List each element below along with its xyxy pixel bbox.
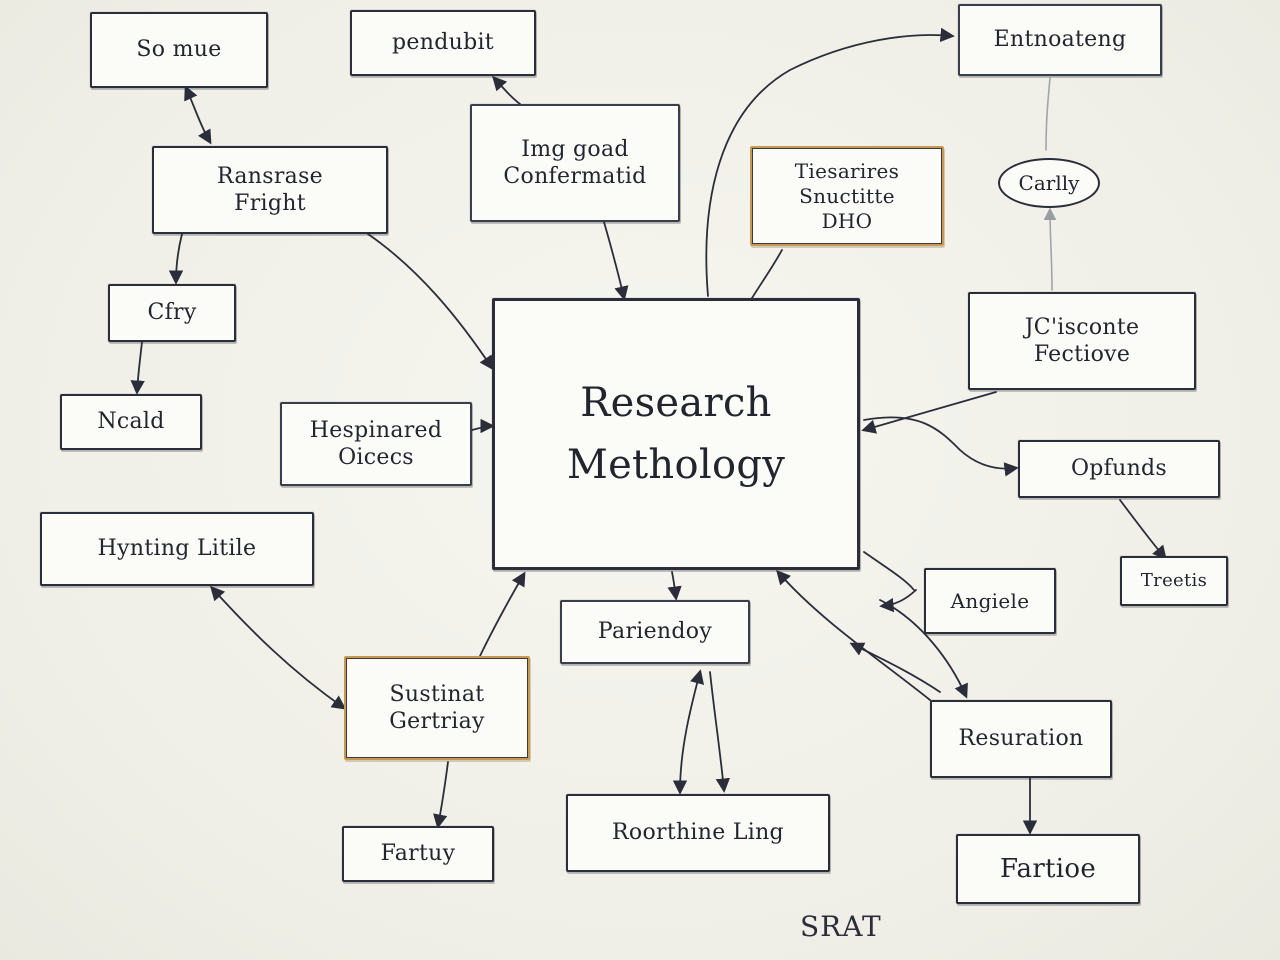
edge-pariendoy-roorthine-b: [709, 671, 731, 793]
signature: SRAT: [800, 910, 882, 943]
node-label: Sustinat Gertriay: [389, 681, 485, 735]
edge-center-entnoateng: [705, 27, 955, 297]
node-pariendoy[interactable]: Pariendoy: [560, 600, 750, 664]
edge-center-resuration: [879, 599, 968, 699]
edge-cfry-ncald: [130, 341, 145, 395]
node-label: JC'isconte Fectiove: [1024, 314, 1140, 368]
edge-center-angiele: [863, 551, 915, 591]
node-entnoateng[interactable]: Entnoateng: [958, 4, 1162, 76]
node-label: Cfry: [147, 300, 197, 326]
edge-imggoad-center: [603, 221, 629, 301]
edge-resuration-center: [776, 569, 931, 701]
node-treetis[interactable]: Treetis: [1120, 556, 1228, 606]
node-label: Angiele: [950, 588, 1030, 613]
node-fartioe[interactable]: Fartioe: [956, 834, 1140, 904]
node-label: Pariendoy: [597, 619, 713, 645]
edge-opfunds-treetis: [1119, 499, 1167, 561]
node-fartuy[interactable]: Fartuy: [342, 826, 494, 882]
node-label: Img goad Confermatid: [503, 136, 647, 190]
node-ransrase-fright[interactable]: Ransrase Fright: [152, 146, 388, 234]
node-label: Hynting Litile: [97, 536, 257, 562]
edge-ransrase-center: [367, 233, 494, 371]
node-research-methology[interactable]: Research Methology: [492, 298, 860, 570]
node-angiele[interactable]: Angiele: [924, 568, 1056, 634]
edge-hynting-sustinat: [210, 585, 347, 710]
edge-angiele-in: [879, 589, 917, 613]
node-label: Resuration: [958, 726, 1084, 752]
node-carlly[interactable]: Carlly: [998, 158, 1100, 208]
edge-pendubit-imggoad: [492, 75, 521, 105]
edge-tiesarires-center: [751, 249, 783, 299]
edge-sustinat-center: [479, 571, 526, 657]
node-label: So mue: [136, 37, 222, 63]
node-hynting-litile[interactable]: Hynting Litile: [40, 512, 314, 586]
node-resuration[interactable]: Resuration: [930, 700, 1112, 778]
node-label: Tiesarires Snuctitte DHO: [794, 158, 900, 233]
node-hespinared[interactable]: Hespinared Oicecs: [280, 402, 472, 486]
node-label: Fartioe: [999, 853, 1097, 884]
node-opfunds[interactable]: Opfunds: [1018, 440, 1220, 498]
node-label: Ransrase Fright: [217, 163, 323, 217]
edge-jcisconte-center: [861, 391, 997, 434]
node-label: Opfunds: [1070, 456, 1168, 482]
edge-sustinat-fartuy: [433, 761, 449, 829]
node-so-mue[interactable]: So mue: [90, 12, 268, 88]
node-label: pendubit: [392, 30, 494, 56]
edge-jcisconte-carlly: [1043, 207, 1057, 291]
edge-resuration-side: [849, 642, 941, 693]
edge-center-opfunds: [863, 416, 1019, 477]
node-ncald[interactable]: Ncald: [60, 394, 202, 450]
node-roorthine-ling[interactable]: Roorthine Ling: [566, 794, 830, 872]
edge-entnoateng-carlly: [1045, 77, 1051, 151]
node-label: Carlly: [1018, 171, 1080, 195]
node-pendubit[interactable]: pendubit: [350, 10, 536, 76]
node-label: Entnoateng: [993, 27, 1127, 53]
node-jcisconte[interactable]: JC'isconte Fectiove: [968, 292, 1196, 390]
node-label: Ncald: [97, 409, 165, 435]
edge-somue-ransrase: [184, 85, 212, 145]
edge-pariendoy-roorthine-a: [672, 669, 705, 795]
edge-hespinared-center: [471, 418, 495, 434]
edge-ransrase-cfry: [168, 233, 184, 285]
node-label: Hespinared Oicecs: [309, 417, 443, 471]
node-label: Treetis: [1140, 569, 1208, 591]
node-img-goad[interactable]: Img goad Confermatid: [470, 104, 680, 222]
node-sustinat[interactable]: Sustinat Gertriay: [344, 656, 530, 760]
edge-center-pariendoy: [667, 571, 682, 601]
node-tiesarires[interactable]: Tiesarires Snuctitte DHO: [750, 146, 944, 246]
node-label: Fartuy: [380, 841, 456, 867]
node-label: Roorthine Ling: [612, 820, 784, 846]
node-cfry[interactable]: Cfry: [108, 284, 236, 342]
center-label: Research Methology: [566, 380, 786, 488]
